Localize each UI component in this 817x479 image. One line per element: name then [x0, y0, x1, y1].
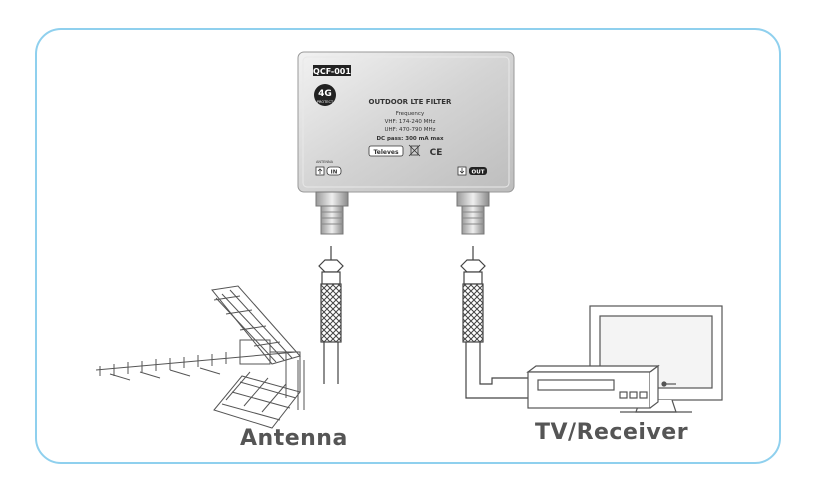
weee-bin-icon	[408, 144, 421, 157]
diagram-frame	[35, 28, 781, 464]
ce-mark: CE	[430, 148, 443, 158]
antenna-caption: Antenna	[240, 426, 348, 451]
antenna-port-small-label: ANTENNA	[316, 160, 334, 164]
arrow-down-icon	[459, 168, 465, 174]
in-port-text: IN	[331, 170, 338, 176]
out-port-label: OUT	[457, 166, 487, 176]
tv-receiver-caption: TV/Receiver	[535, 420, 689, 445]
lte-filter-device: QCF-001 4G PROTECT OUTDOOR LTE FILTER Fr…	[297, 51, 515, 193]
antenna-illustration	[95, 285, 305, 429]
badge-sub-text: PROTECT	[317, 100, 334, 104]
vhf-range: VHF: 174-240 MHz	[385, 119, 436, 125]
dc-pass-spec: DC pass: 300 mA max	[376, 136, 444, 142]
out-port-text: OUT	[472, 170, 485, 176]
receiver-box-illustration	[526, 364, 676, 409]
brand-label: Televes	[373, 149, 398, 156]
receiver-coax-cable	[460, 246, 528, 399]
badge-main-text: 4G	[318, 89, 332, 99]
model-label-bg	[313, 65, 351, 76]
antenna-coax-cable	[318, 246, 344, 384]
arrow-up-icon	[317, 168, 323, 174]
4g-protect-badge: 4G PROTECT	[314, 84, 336, 106]
model-label: QCF-001	[313, 67, 351, 76]
in-port-label: IN	[315, 166, 342, 176]
device-title: OUTDOOR LTE FILTER	[369, 98, 452, 106]
in-f-connector	[315, 191, 349, 235]
brand-plate	[368, 145, 404, 157]
frequency-label: Frequency	[396, 111, 425, 117]
out-f-connector	[456, 191, 490, 235]
uhf-range: UHF: 470-790 MHz	[385, 127, 436, 133]
